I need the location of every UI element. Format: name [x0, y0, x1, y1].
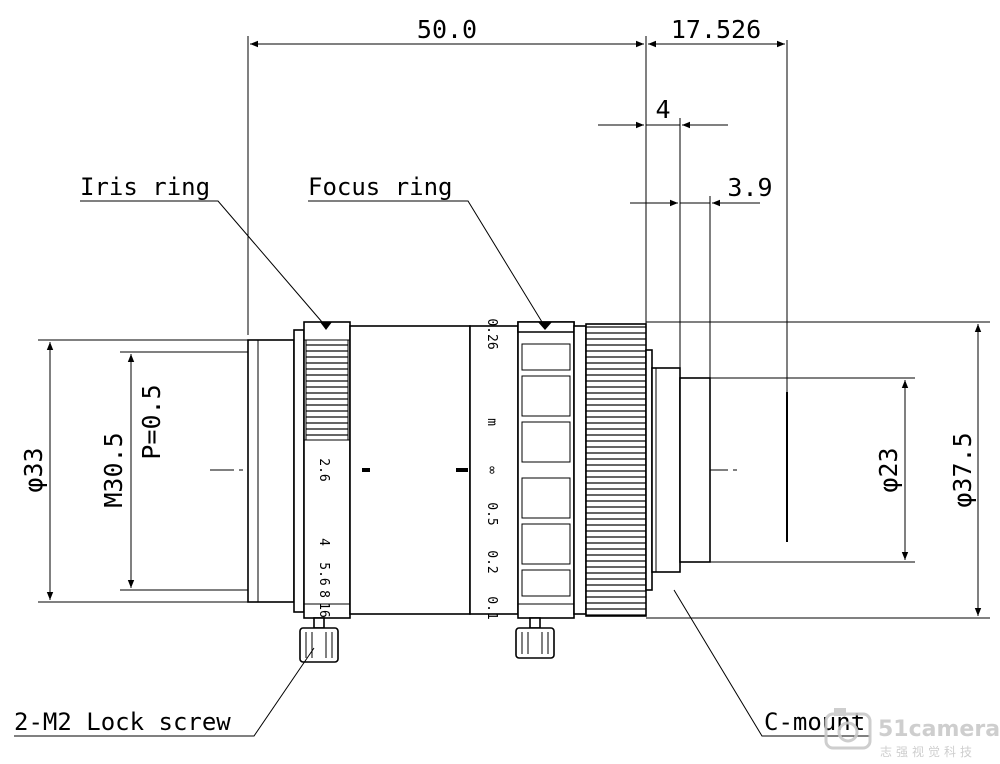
focus-scale-unit: m: [484, 418, 499, 426]
label-lock-screw: 2-M2 Lock screw: [14, 647, 315, 737]
front-bezel: [247, 329, 305, 613]
focus-scale-infinity: ∞: [484, 466, 499, 474]
label-iris-ring-text: Iris ring: [80, 173, 210, 201]
rear-knurled-ring: [573, 323, 647, 617]
iris-scale-2-6: 2.6: [316, 458, 331, 481]
dim-rear-diameter: φ23: [710, 377, 915, 563]
iris-scale-8: 8: [316, 590, 331, 598]
dim-thread-pitch-text: P=0.5: [137, 384, 166, 459]
label-lock-screw-text: 2-M2 Lock screw: [14, 708, 231, 736]
dim-body-diameter-text: φ37.5: [948, 432, 977, 507]
focus-scale-0-5: 0.5: [484, 502, 499, 525]
dim-flange-back-text: 17.526: [671, 15, 761, 44]
iris-scale: 2.6 4 5.6 8 16: [316, 458, 331, 618]
label-focus-ring-text: Focus ring: [308, 173, 453, 201]
c-mount-body: [645, 349, 711, 591]
dim-front-diameter: φ33: [19, 339, 248, 603]
camera-logo-icon: [824, 708, 872, 750]
label-iris-ring: Iris ring: [80, 173, 323, 323]
focus-scale: 0.26 m ∞ 0.5 0.2 0.1: [484, 318, 499, 619]
dim-filter-thread-text: M30.5: [99, 432, 128, 507]
dim-rear-protrusion: 3.9: [630, 173, 773, 207]
dim-mount-depth: 4: [598, 95, 728, 129]
dim-body-diameter: φ37.5: [646, 321, 990, 619]
watermark-brand: 51camera: [878, 717, 1000, 742]
iris-scale-4: 4: [316, 538, 331, 546]
dim-flange-back: 17.526: [648, 15, 785, 48]
dim-mount-depth-text: 4: [655, 95, 670, 124]
lock-screw-iris: [299, 617, 339, 663]
iris-scale-5-6: 5.6: [316, 562, 331, 585]
iris-scale-16: 16: [316, 602, 331, 618]
focus-ring-body: [517, 321, 575, 619]
dim-overall-length: 50.0: [250, 15, 644, 48]
dim-front-diameter-text: φ33: [19, 447, 48, 492]
focus-scale-0-26: 0.26: [484, 318, 499, 349]
dim-overall-length-text: 50.0: [417, 15, 477, 44]
dim-filter-thread: M30.5 P=0.5: [99, 351, 248, 591]
barrel: [349, 325, 519, 615]
focus-scale-0-2: 0.2: [484, 550, 499, 573]
focus-scale-0-1: 0.1: [484, 596, 499, 619]
label-focus-ring: Focus ring: [308, 173, 543, 323]
dim-rear-protrusion-text: 3.9: [727, 173, 772, 202]
lock-screw-focus: [515, 617, 555, 659]
dim-rear-diameter-text: φ23: [874, 447, 903, 492]
watermark: 51camera 志强视觉科技: [824, 708, 1000, 759]
watermark-tagline: 志强视觉科技: [880, 744, 976, 759]
